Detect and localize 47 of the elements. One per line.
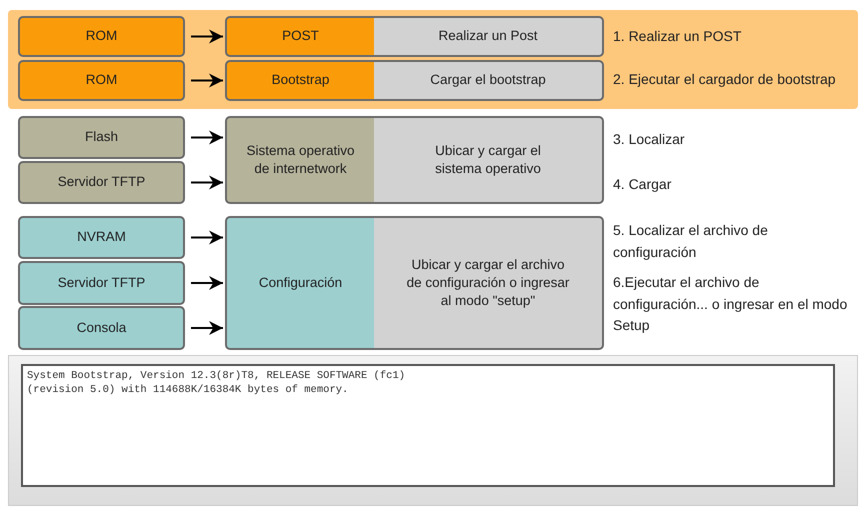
step-note: 1. Realizar un POST	[613, 27, 742, 46]
arrow	[191, 321, 223, 335]
source-box	[18, 306, 185, 350]
source-box	[18, 161, 185, 204]
console-output-line: System Bootstrap, Version 12.3(8r)T8, RELEASE SOFTWARE (fc1)	[27, 369, 406, 384]
action-box	[374, 60, 604, 101]
node-label: Sistema operativo de internetwork	[245, 142, 356, 178]
node-label: ROM	[84, 71, 118, 90]
arrow	[191, 230, 223, 244]
node-label: Bootstrap	[270, 71, 330, 90]
source-box	[18, 60, 185, 101]
console-output-line: (revision 5.0) with 114688K/16384K bytes of memory.	[27, 383, 350, 398]
node-label: Servidor TFTP	[56, 173, 146, 192]
stage-box	[225, 216, 375, 350]
source-box	[18, 216, 185, 259]
node-label: Ubicar y cargar el archivo de configuración o ingresar al modo "setup"	[406, 256, 570, 310]
source-box	[18, 116, 185, 159]
node-label: Cargar el bootstrap	[429, 71, 547, 90]
node-label: Flash	[84, 128, 119, 146]
source-box	[18, 261, 185, 305]
stage-box	[225, 60, 375, 101]
step-note: 2. Ejecutar el cargador de bootstrap	[613, 70, 837, 89]
action-box	[374, 216, 604, 350]
node-label: Realizar un Post	[437, 27, 539, 46]
step-note: 6.Ejecutar el archivo de configuración... o ingresar en el modo Setup	[613, 273, 848, 336]
node-label: Configuración	[258, 274, 344, 292]
arrow	[191, 176, 223, 190]
node-label: Servidor TFTP	[56, 274, 146, 292]
console-panel	[8, 355, 858, 506]
source-box	[18, 16, 185, 57]
action-box	[374, 16, 604, 57]
node-label: ROM	[84, 27, 118, 46]
step-note: 5. Localizar el archivo de configuración	[613, 221, 769, 262]
arrow	[191, 74, 223, 88]
arrow	[191, 276, 223, 290]
node-label: Consola	[76, 318, 128, 337]
node-label: NVRAM	[76, 228, 127, 246]
step-note: 3. Localizar	[613, 130, 686, 149]
step-note: 4. Cargar	[613, 175, 672, 194]
node-label: POST	[281, 27, 320, 46]
action-box	[374, 116, 604, 204]
group-band	[8, 10, 858, 109]
node-label: Ubicar y cargar el sistema operativo	[434, 142, 542, 178]
arrow	[191, 130, 223, 144]
stage-box	[225, 116, 375, 204]
arrow	[191, 30, 223, 44]
stage-box	[225, 16, 375, 57]
